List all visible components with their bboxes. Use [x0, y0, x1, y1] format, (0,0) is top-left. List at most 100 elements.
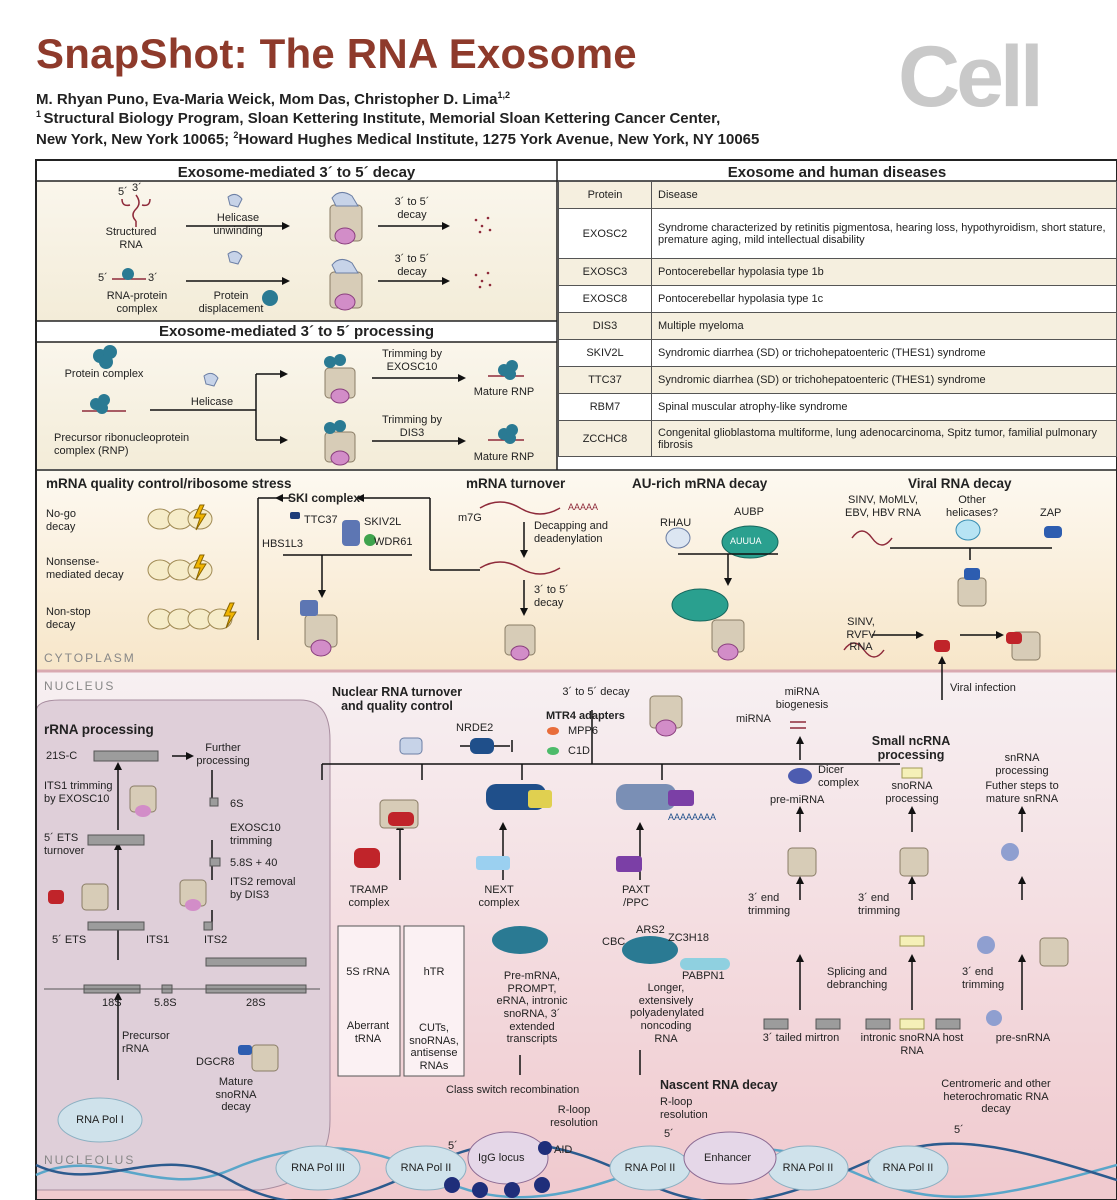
diseases-section-title: Exosome and human diseases: [727, 164, 947, 181]
rrna-arrowhead-1: [114, 992, 122, 1000]
zap-label: ZAP: [1040, 507, 1062, 519]
c1d-label: C1D: [568, 745, 591, 757]
auuua-label: AUUUA: [730, 536, 762, 546]
trim-arrow-bottom: [372, 437, 466, 445]
five-prime-igg: 5´: [448, 1140, 458, 1152]
protein-cell: TTC37: [558, 366, 652, 394]
rrna-exosomes: [48, 785, 279, 1072]
s28-label: 28S: [246, 997, 266, 1009]
hbs1l3-label: HBS1L3: [262, 538, 303, 550]
its2-label: ITS2: [204, 934, 228, 946]
rloop-label-1: R-loop resolution: [550, 1104, 598, 1129]
ets5-label: 5´ ETS: [52, 934, 87, 946]
protein-cell: EXOSC3: [558, 258, 652, 286]
precursor-rrna-label: Precursor rRNA: [122, 1030, 170, 1055]
its2-removal-label: ITS2 removal by DIS3: [230, 876, 296, 901]
polya-long-label: AAAAAAAA: [668, 812, 717, 822]
viral-title: Viral RNA decay: [908, 476, 1012, 491]
mature-rnp-label-1: Mature RNP: [473, 386, 535, 398]
table-header-row: Protein Disease: [558, 181, 1117, 209]
pol1-label: RNA Pol I: [76, 1114, 124, 1126]
au-rich-title: AU-rich mRNA decay: [632, 476, 768, 491]
helicase-icon-2: [227, 250, 243, 265]
sinv-list-label: SINV, MoMLV, EBV, HBV RNA: [844, 494, 921, 519]
end-trim-label-2: 3´ end trimming: [858, 892, 901, 917]
viral-icons: [843, 519, 1062, 661]
exosome-ski-cyto: [300, 600, 338, 657]
nucleotide-fragments-1: [474, 216, 492, 234]
s58-label: 5.8S: [154, 997, 177, 1009]
branch-arrowhead-top: [280, 370, 288, 378]
s18-label: 18S: [102, 997, 122, 1009]
protein-cell: SKIV2L: [558, 339, 652, 367]
affiliation-1: 1 Structural Biology Program, Sloan Kett…: [36, 109, 721, 127]
col-disease-header: Disease: [651, 181, 1117, 209]
tailed-mirtron-label: 3´ tailed mirtron: [762, 1032, 840, 1044]
ttc37-label: TTC37: [304, 514, 338, 526]
branch-arrowhead-bottom: [280, 436, 288, 444]
displacement-arrow: [186, 277, 290, 306]
viral-arrows: [872, 547, 1052, 700]
exosome-turnover: [504, 624, 536, 661]
five-prime-centromeric: 5´: [954, 1124, 964, 1136]
nucleolus-label: NUCLEOLUS: [44, 1153, 136, 1167]
five-prime-enhancer: 5´: [664, 1128, 674, 1140]
ski-bracket: [257, 497, 480, 640]
disease-cell: Pontocerebellar hypolasia type 1b: [651, 258, 1117, 286]
protein-cell: DIS3: [558, 312, 652, 340]
table-row: EXOSC8 Pontocerebellar hypolasia type 1c: [558, 285, 1117, 313]
further-processing-label: Further processing: [196, 742, 250, 767]
protein-displacement-label: Protein displacement: [198, 290, 264, 315]
sinv-rvfv-label: SINV, RVFV RNA: [846, 616, 876, 654]
pabpn1-label: PABPN1: [682, 970, 725, 982]
paxt-arrowhead: [636, 822, 644, 830]
viral-arrowhead-1: [916, 631, 924, 639]
affiliation-2a-text: New York, New York 10065;: [36, 131, 230, 148]
table-row: RBM7 Spinal muscular atrophy-like syndro…: [558, 393, 1117, 421]
outer-frame: [35, 159, 1117, 1200]
pre-mirna-label: pre-miRNA: [770, 794, 825, 806]
trim-exosc10-label: Trimming by EXOSC10: [381, 348, 443, 373]
box-pol3-rnas: [337, 925, 401, 1077]
rna-protein-label: RNA-protein complex: [106, 290, 168, 315]
disease-cell: Syndromic diarrhea (SD) or trichohepatoe…: [651, 366, 1117, 394]
decay-label-2: 3´ to 5´ decay: [394, 253, 430, 278]
polya-label: AAAAA: [568, 502, 599, 512]
mirna-biogenesis-label: miRNA biogenesis: [775, 686, 829, 711]
enhancer-shape: [683, 1131, 777, 1185]
nucleotide-fragments-2: [474, 271, 492, 289]
turnover-qc-title: Nuclear RNA turnover and quality control: [331, 685, 463, 714]
ets-turnover-label: 5´ ETS turnover: [44, 832, 85, 857]
rrna-arrowhead-3: [114, 842, 122, 850]
decay-section-title: Exosome-mediated 3´ to 5´ decay: [177, 164, 416, 181]
disease-cell: Syndrome characterized by retinitis pigm…: [651, 208, 1117, 259]
pol2-label-4: RNA Pol II: [882, 1162, 934, 1174]
aid-label: AID: [554, 1144, 573, 1156]
branch-arrows: [150, 373, 280, 441]
next-arrowhead: [499, 822, 507, 830]
affiliation-1-text: Structural Biology Program, Sloan Ketter…: [43, 110, 721, 127]
ski-arrowhead-down: [318, 590, 326, 598]
decay-arrow-2: [378, 277, 450, 285]
disease-cell: Congenital glioblastoma multiforme, lung…: [651, 420, 1117, 457]
trim-arrow-top: [372, 374, 466, 382]
igg-label: IgG locus: [478, 1152, 525, 1164]
ncrna-arrows: [799, 744, 1023, 1010]
mature-rnp-label-2: Mature RNP: [473, 451, 535, 463]
rloop-label-2: R-loop resolution: [660, 1096, 708, 1121]
exosome-icon-2: [329, 259, 363, 311]
ncrna-glyphs: [763, 721, 1069, 1030]
disease-table: Protein Disease EXOSC2 Syndrome characte…: [558, 181, 1117, 457]
helicase-icon-3: [203, 372, 219, 387]
wdr61-label: WDR61: [374, 536, 413, 548]
enhancer-label: Enhancer: [704, 1152, 752, 1164]
mature-rnp-icon-1: [488, 360, 524, 380]
dgcr8-label: DGCR8: [196, 1056, 235, 1068]
no-go-label: No-go decay: [46, 508, 76, 533]
table-row: SKIV2L Syndromic diarrhea (SD) or tricho…: [558, 339, 1117, 367]
box-pol2-rnas: [403, 925, 465, 1077]
class-switch-label: Class switch recombination: [446, 1084, 580, 1096]
cuts-label: CUTs, snoRNAs, antisense RNAs: [409, 1022, 459, 1072]
table-row: TTC37 Syndromic diarrhea (SD) or trichoh…: [558, 366, 1117, 394]
futher-steps-label: Futher steps to mature snRNA: [985, 780, 1059, 805]
